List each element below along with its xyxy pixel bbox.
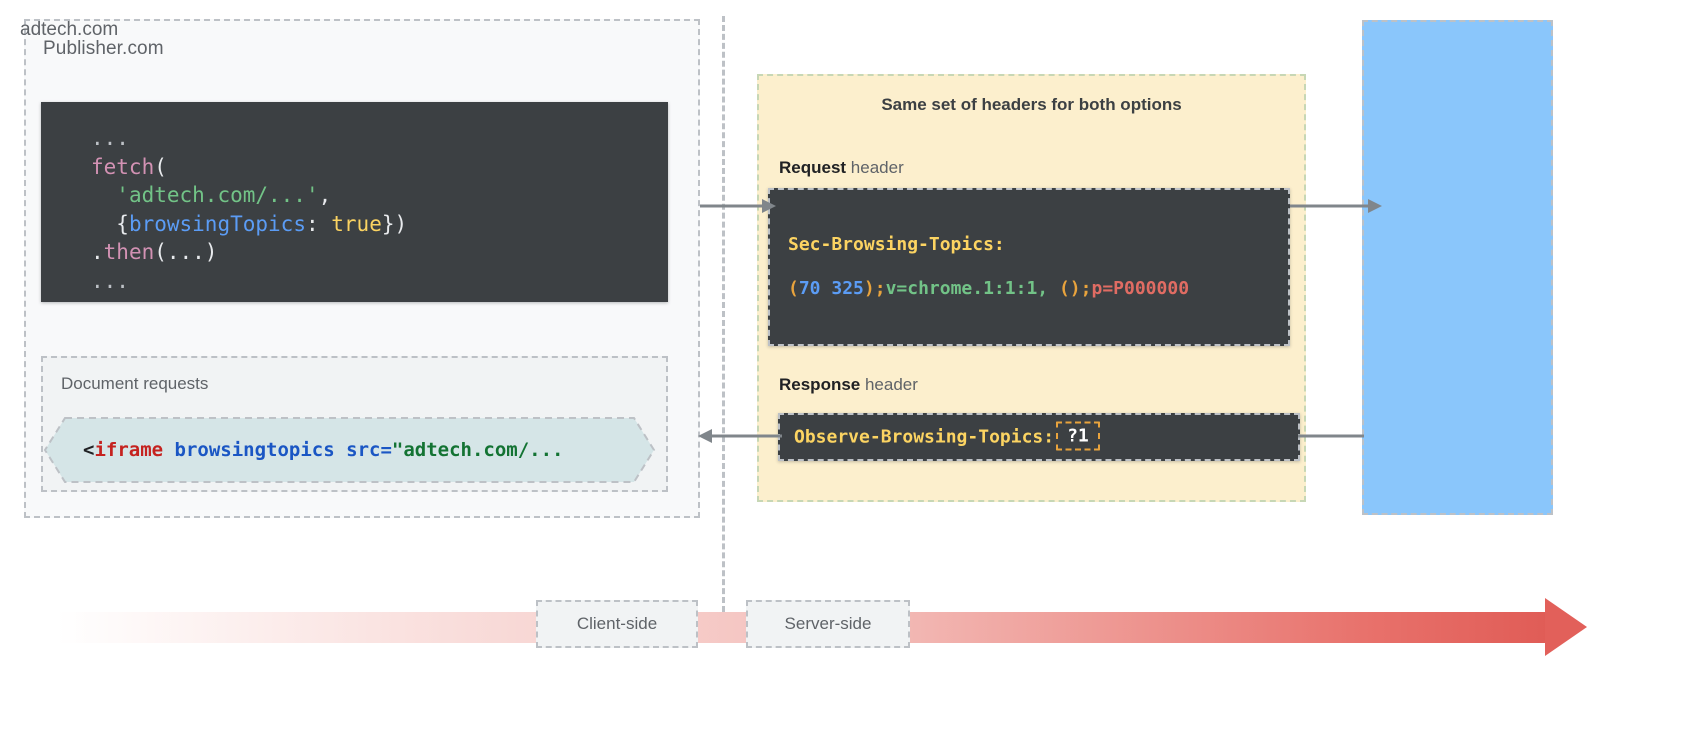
code-fetch-keyword: fetch (91, 154, 155, 179)
code-ellipsis-bottom: ... (91, 268, 129, 293)
value-open-paren: ( (788, 278, 799, 299)
response-header-caption: Response header (779, 375, 918, 395)
client-server-divider (722, 16, 725, 612)
arrow-adtech-to-response-icon (1298, 434, 1364, 438)
value-version: v=chrome.1:1:1, (885, 278, 1049, 299)
request-header-caption: Request header (779, 158, 904, 178)
iframe-snippet-chip: <iframe browsingtopics src="adtech.com/.… (43, 416, 656, 484)
timeline-arrowhead-icon (1545, 598, 1587, 656)
iframe-snippet-text: <iframe browsingtopics src="adtech.com/.… (83, 439, 563, 461)
value-semicolon-2: ; (1080, 278, 1092, 299)
sec-browsing-topics-name: Sec-Browsing-Topics: (788, 234, 1005, 255)
value-topic-ids: 70 325 (798, 278, 864, 299)
observe-browsing-topics-value-highlight: ?1 (1056, 421, 1100, 451)
response-header-code-block: Observe-Browsing-Topics:?1 (778, 413, 1300, 461)
response-header-caption-strong: Response (779, 375, 861, 394)
code-comma: , (318, 183, 332, 207)
code-open-paren: ( (154, 154, 167, 179)
iframe-browsingtopics-attr: browsingtopics (163, 439, 335, 461)
code-colon: : (305, 211, 332, 236)
adtech-panel (1362, 20, 1553, 515)
observe-browsing-topics-name: Observe-Browsing-Topics: (794, 426, 1055, 448)
sec-browsing-topics-value: (70 325);v=chrome.1:1:1, ();p=P000000 (788, 278, 1189, 299)
arrow-request-to-adtech-icon (1290, 199, 1382, 213)
value-semicolon-1: ; (874, 278, 886, 299)
request-header-caption-rest: header (846, 158, 904, 177)
arrow-publisher-to-request-icon (700, 199, 776, 213)
value-p-param: p=P000000 (1091, 278, 1190, 299)
arrow-response-to-publisher-icon (698, 429, 782, 443)
value-empty-parens: () (1058, 278, 1081, 299)
code-true-literal: true (331, 211, 382, 236)
iframe-src-value: "adtech.com/... (391, 439, 564, 461)
document-requests-label: Document requests (61, 374, 209, 393)
code-dot: . (91, 240, 104, 264)
value-close-paren: ) (863, 278, 875, 299)
code-browsingtopics-prop: browsingTopics (128, 211, 306, 236)
chip-shape (43, 417, 656, 483)
value-space (1048, 278, 1059, 299)
iframe-tag-name: iframe (94, 439, 164, 461)
code-brace-open: { (116, 211, 129, 236)
iframe-src-attr: src= (334, 439, 392, 461)
client-side-chip: Client-side (536, 600, 698, 648)
request-header-caption-strong: Request (779, 158, 847, 177)
code-brace-close: }) (381, 211, 408, 236)
publisher-panel-label: Publisher.com (43, 38, 164, 59)
code-ellipsis-top: ... (91, 126, 129, 150)
iframe-lt: < (83, 439, 95, 461)
response-header-caption-rest: header (860, 375, 918, 394)
fetch-code-block: ... fetch( 'adtech.com/...', {browsingTo… (41, 102, 668, 302)
request-header-code-block: Sec-Browsing-Topics: (70 325);v=chrome.1… (768, 188, 1290, 346)
adtech-panel-label: adtech.com (20, 19, 119, 40)
observe-browsing-topics-line: Observe-Browsing-Topics:?1 (794, 421, 1100, 452)
headers-panel-title: Same set of headers for both options (881, 95, 1182, 114)
code-then-keyword: then (103, 240, 155, 264)
server-side-chip: Server-side (746, 600, 910, 648)
code-then-args: (...) (154, 240, 218, 264)
fetch-code-text: ... fetch( 'adtech.com/...', {browsingTo… (41, 124, 668, 295)
code-url-string: 'adtech.com/...' (116, 183, 319, 207)
